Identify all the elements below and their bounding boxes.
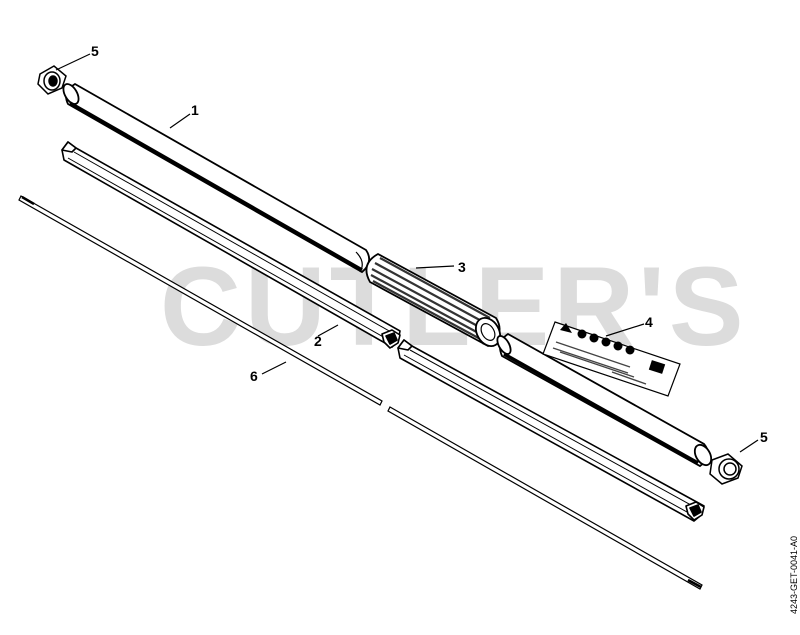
grip-sleeve	[365, 252, 502, 348]
gloves-icon	[613, 341, 623, 351]
bushing-upper	[37, 65, 67, 95]
warning-triangle-icon	[560, 323, 572, 333]
drive-tube-upper	[62, 82, 371, 274]
callout-1: 1	[191, 102, 199, 118]
document-id: 4243-GET-0041-A0	[789, 536, 799, 614]
drive-tube-lower	[496, 332, 713, 468]
distance-icon	[648, 360, 666, 374]
leader-lines	[55, 53, 759, 453]
callout-2: 2	[314, 333, 322, 349]
callout-5-lower: 5	[760, 429, 768, 445]
callout-3: 3	[458, 259, 466, 275]
callout-4: 4	[645, 314, 653, 330]
liner-upper	[61, 141, 401, 349]
footwear-icon	[625, 345, 635, 355]
callout-6: 6	[250, 368, 258, 384]
read-manual-icon	[577, 329, 587, 339]
warning-decal	[542, 321, 681, 397]
drive-shaft	[18, 195, 703, 590]
bushing-lower	[709, 453, 743, 485]
drive-shaft-upper	[18, 195, 383, 406]
hearing-protection-icon	[601, 337, 611, 347]
drive-shaft-lower	[387, 406, 703, 590]
liner-lower	[397, 339, 705, 522]
callout-5-upper: 5	[91, 43, 99, 59]
eye-protection-icon	[589, 333, 599, 343]
